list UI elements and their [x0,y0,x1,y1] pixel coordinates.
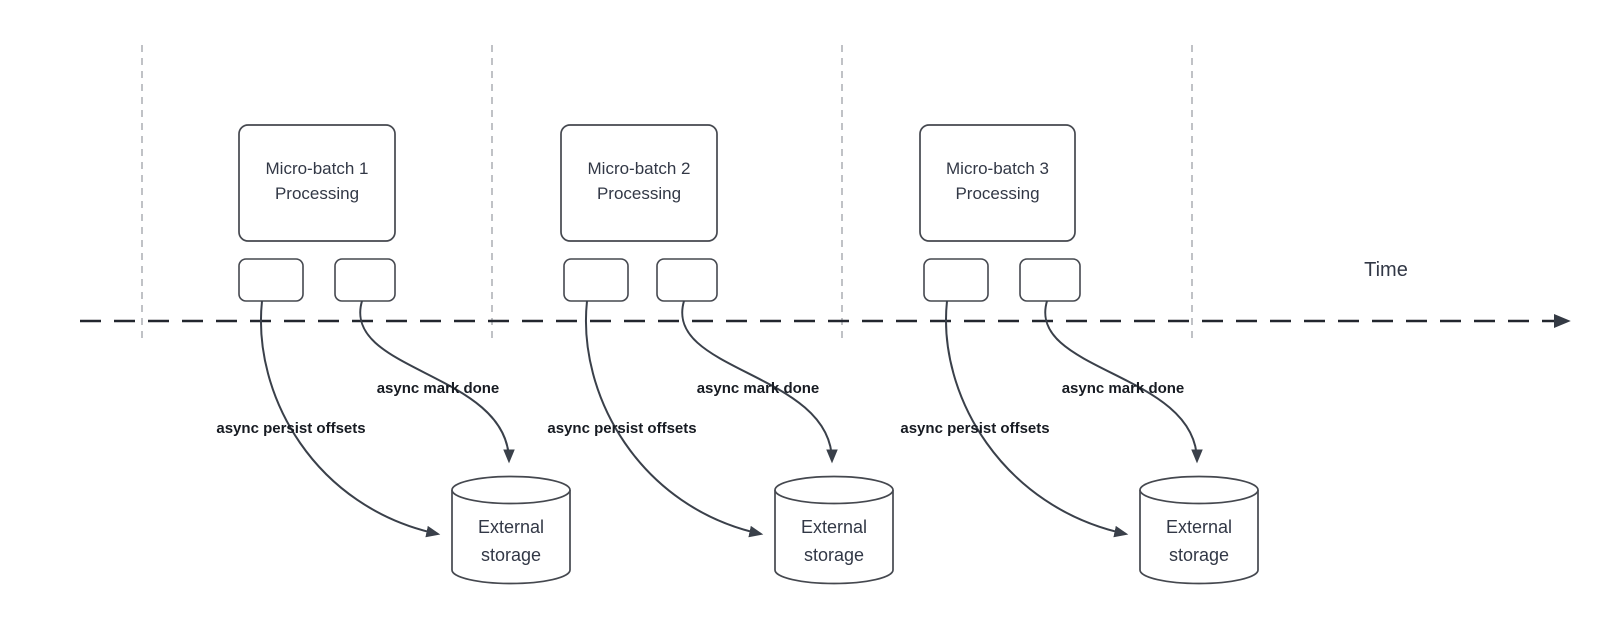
micro-batch-2-box [560,124,718,242]
persist-op-box-1 [238,258,304,302]
persist-offsets-arrow-3 [945,300,1129,538]
mark-done-op-box-2 [656,258,718,302]
mark-done-label-3: async mark done [1061,380,1185,397]
persist-offsets-arrow-2 [585,300,764,538]
micro-batch-2-title: Micro-batch 2 Processing [587,159,691,203]
micro-batch-1-title: Micro-batch 1 Processing [265,159,369,203]
persist-op-box-2 [563,258,629,302]
mark-done-op-box-1 [334,258,396,302]
external-storage-cylinder-3 [1139,475,1259,585]
mark-done-arrow-1 [359,300,515,464]
external-storage-label-2: External storage [800,517,868,565]
persist-offsets-label-1: async persist offsets [216,420,366,437]
external-storage-cylinder-2 [774,475,894,585]
mark-done-label-2: async mark done [696,380,820,397]
mark-done-arrow-2 [681,300,838,464]
persist-offsets-arrow-1 [260,300,441,538]
persist-offsets-label-2: async persist offsets [547,420,697,437]
micro-batch-3-title: Micro-batch 3 Processing [946,159,1049,203]
external-storage-label-3: External storage [1165,517,1233,565]
time-axis-label: Time [1364,259,1408,281]
micro-batch-3-box [919,124,1076,242]
persist-offsets-label-3: async persist offsets [900,420,1050,437]
external-storage-cylinder-1 [451,475,571,585]
mark-done-arrow-3 [1044,300,1203,464]
mark-done-label-1: async mark done [376,380,500,397]
persist-op-box-3 [923,258,989,302]
micro-batch-1-box [238,124,396,242]
mark-done-op-box-3 [1019,258,1081,302]
external-storage-label-1: External storage [477,517,545,565]
